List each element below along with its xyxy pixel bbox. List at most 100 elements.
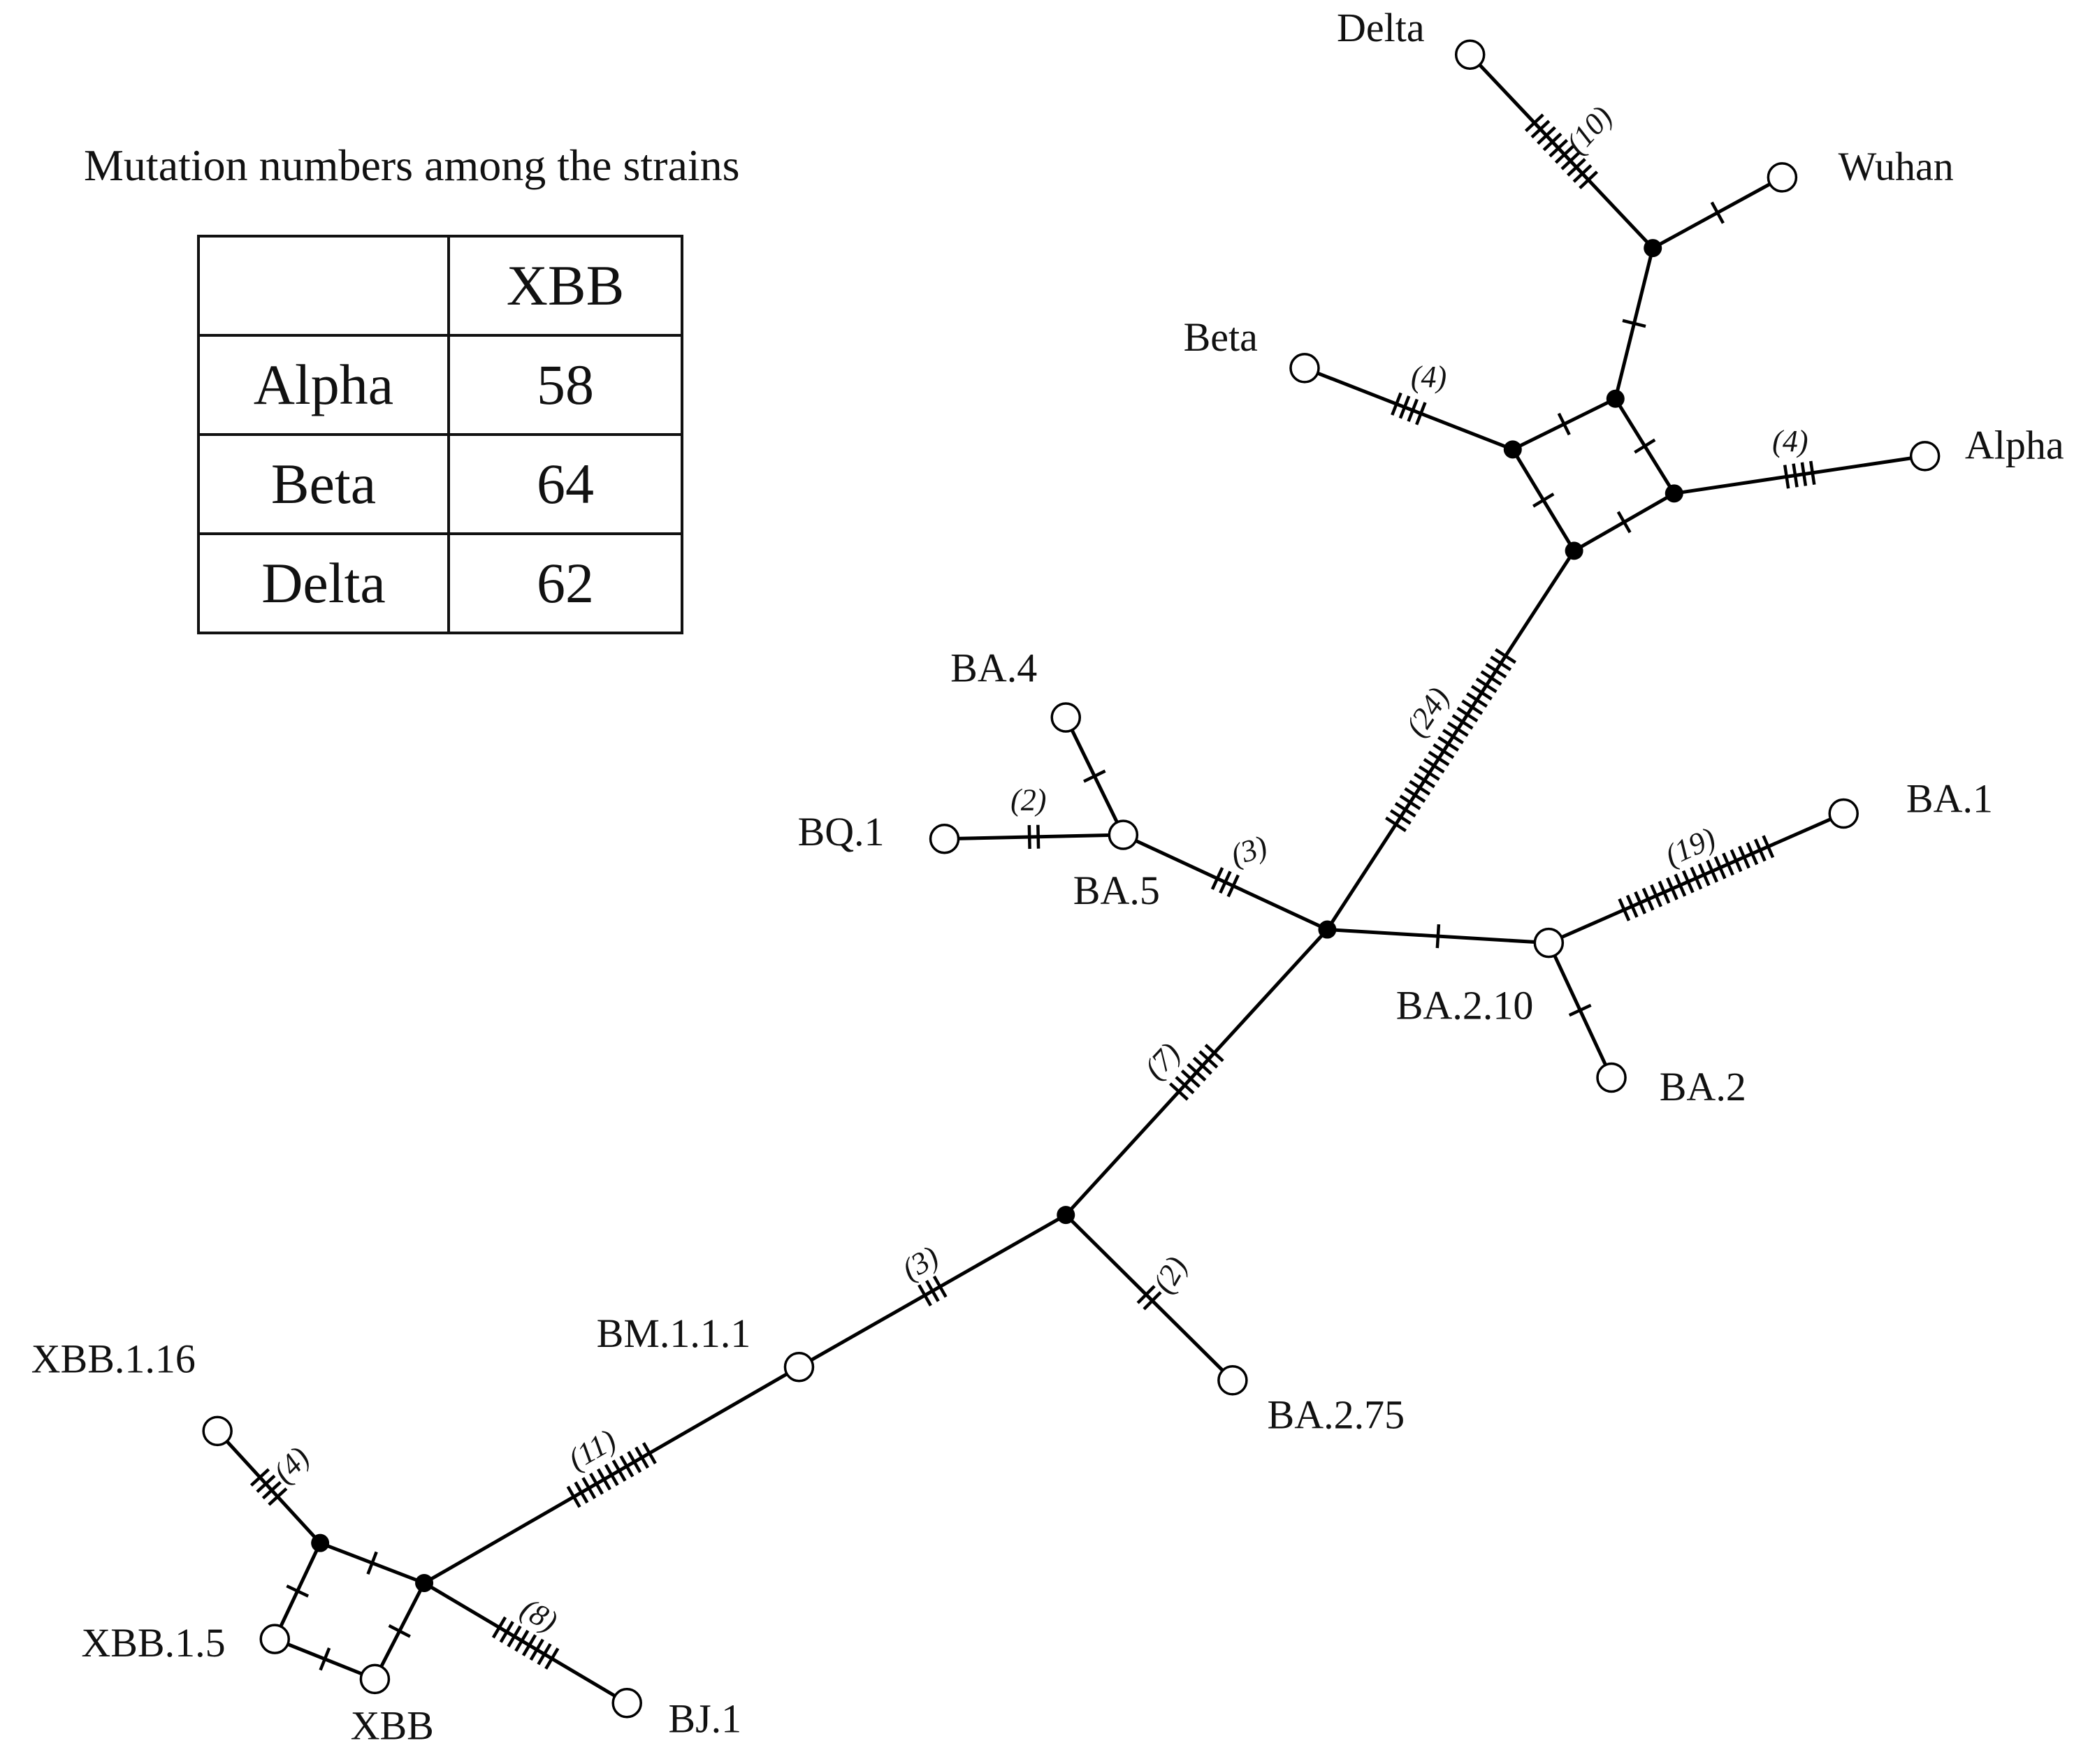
edge-xbb15-xbb xyxy=(273,1637,377,1681)
mutation-tick xyxy=(1753,838,1767,862)
mutation-tick xyxy=(1554,145,1574,164)
table-header-cell xyxy=(197,235,450,337)
mutation-tick xyxy=(1404,787,1426,803)
mutation-count-label: (4) xyxy=(1411,360,1446,394)
mutation-tick xyxy=(1423,757,1445,774)
mutation-tick xyxy=(635,1446,650,1469)
mutation-count-label: (2) xyxy=(1146,1251,1194,1299)
sample-node-beta xyxy=(1289,353,1320,384)
mutation-tick xyxy=(1192,1056,1212,1075)
mutation-tick xyxy=(1690,866,1703,890)
mutation-tick xyxy=(574,1481,589,1504)
edge-wuhan-m1 xyxy=(1651,175,1784,250)
sample-node-ba4 xyxy=(1050,702,1082,733)
mutation-tick xyxy=(1433,743,1455,759)
edge-delta-m1 xyxy=(1468,52,1655,250)
mutation-count-label: (2) xyxy=(1010,782,1046,817)
mutation-tick xyxy=(1579,170,1598,189)
node-label-xbb15: XBB.1.5 xyxy=(81,1620,225,1665)
mutation-tick xyxy=(1442,729,1464,745)
mutation-tick xyxy=(319,1647,331,1671)
mutation-tick xyxy=(1641,887,1655,911)
edge-ba210-ba2 xyxy=(1546,941,1614,1079)
edge-m6-m7 xyxy=(1064,928,1329,1217)
mutation-tick xyxy=(1391,392,1402,416)
mutation-tick xyxy=(544,1647,560,1670)
sample-node-bq1 xyxy=(929,823,960,854)
mutation-tick xyxy=(499,1621,514,1643)
mutation-tick xyxy=(1485,662,1507,679)
edge-m6-ba210 xyxy=(1325,924,1551,949)
mutation-tick xyxy=(1809,460,1816,485)
sample-node-ba2 xyxy=(1596,1062,1627,1093)
mutation-tick xyxy=(1681,870,1695,894)
mutation-tick xyxy=(1143,1291,1162,1311)
mutation-tick xyxy=(1572,164,1593,183)
mutation-tick xyxy=(1530,119,1551,139)
mutation-tick xyxy=(1634,891,1647,914)
edge-line xyxy=(215,1429,322,1545)
mutation-tick xyxy=(1466,692,1488,708)
mutation-tick xyxy=(1198,1050,1219,1069)
mutation-tick xyxy=(932,1275,948,1298)
edge-line xyxy=(1672,454,1927,495)
mutation-tick xyxy=(1204,1044,1224,1063)
mutation-tick xyxy=(1616,511,1632,534)
table-row: Beta 64 xyxy=(197,433,683,535)
mutation-tick xyxy=(256,1474,276,1494)
mutation-tick xyxy=(1437,736,1460,752)
median-vector-node xyxy=(1665,484,1683,503)
mutation-tick xyxy=(1446,721,1469,737)
mutation-tick xyxy=(596,1468,611,1491)
mutation-count-label: (7) xyxy=(1138,1036,1187,1086)
table-row: Delta 62 xyxy=(197,532,683,634)
mutation-tick xyxy=(1537,126,1556,145)
table-cell-strain: Delta xyxy=(197,532,450,634)
mutation-tick xyxy=(521,1634,537,1656)
mutation-tick xyxy=(1746,842,1759,866)
mutation-tick xyxy=(1428,750,1450,766)
sample-node-xbb116 xyxy=(202,1415,233,1447)
edge-m4-m5 xyxy=(1572,491,1676,553)
mutation-tick xyxy=(1399,794,1421,810)
table-header-cell: XBB xyxy=(447,235,683,337)
sample-node-bj1 xyxy=(611,1688,642,1719)
mutation-count-label: (3) xyxy=(1226,829,1271,872)
mutation-tick xyxy=(619,1455,635,1478)
edge-line xyxy=(1468,52,1655,250)
edge-xbb-m9 xyxy=(372,1581,426,1681)
mutation-tick xyxy=(1560,151,1581,170)
mutation-tick xyxy=(1567,158,1586,177)
labels-layer: (10)(4)(4)(24)(2)(3)(19)(7)(2)(3)(11)(4)… xyxy=(31,5,2064,1748)
mutation-tick xyxy=(1168,1082,1189,1101)
sample-node-alpha xyxy=(1909,441,1941,472)
mutation-tick xyxy=(1451,714,1474,730)
mutation-tick xyxy=(507,1625,522,1648)
mutation-tick xyxy=(1710,201,1725,224)
edge-line xyxy=(422,1581,629,1705)
mutation-tick xyxy=(1475,677,1498,694)
sample-node-ba275 xyxy=(1217,1365,1248,1396)
mutation-count-label: (4) xyxy=(266,1440,316,1489)
mutation-tick xyxy=(611,1459,627,1482)
mutation-tick xyxy=(1730,849,1743,873)
node-label-ba1: BA.1 xyxy=(1906,776,1993,822)
mutation-tick xyxy=(1618,898,1631,921)
mutation-tick xyxy=(261,1480,282,1500)
mutation-count-label: (4) xyxy=(1772,424,1808,458)
mutation-count-label: (11) xyxy=(563,1422,622,1476)
edge-ba4-ba5 xyxy=(1064,715,1125,837)
mutation-tick xyxy=(1557,412,1571,436)
sample-node-delta xyxy=(1454,39,1486,71)
table-cell-strain: Alpha xyxy=(197,334,450,436)
table-row: Alpha 58 xyxy=(197,334,683,436)
node-label-xbb: XBB xyxy=(351,1703,434,1748)
table-cell-count: 58 xyxy=(447,334,683,436)
node-label-xbb116: XBB.1.16 xyxy=(31,1336,196,1381)
mutation-tick xyxy=(1494,648,1516,664)
edge-bq1-ba5 xyxy=(943,824,1125,850)
mutation-tick xyxy=(1083,769,1106,783)
table-cell-strain: Beta xyxy=(197,433,450,535)
mutation-tick xyxy=(1389,809,1412,825)
